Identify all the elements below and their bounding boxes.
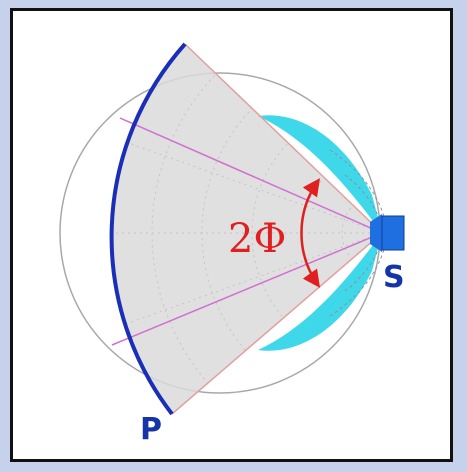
point-label: P xyxy=(140,412,162,447)
acceptance-cone-diagram: 2Φ S P xyxy=(59,42,405,447)
aperture-arc xyxy=(109,42,187,416)
angle-arrow xyxy=(300,178,321,288)
source-label: S xyxy=(383,260,405,295)
lower-lobe xyxy=(258,233,382,351)
angle-label: 2Φ xyxy=(228,216,286,262)
marginal-rays xyxy=(111,117,383,346)
acceptance-cone xyxy=(111,44,382,414)
radial-grid xyxy=(111,44,382,414)
source-emitter xyxy=(370,214,405,252)
cone-edges xyxy=(171,43,383,415)
upper-lobe xyxy=(258,115,382,233)
